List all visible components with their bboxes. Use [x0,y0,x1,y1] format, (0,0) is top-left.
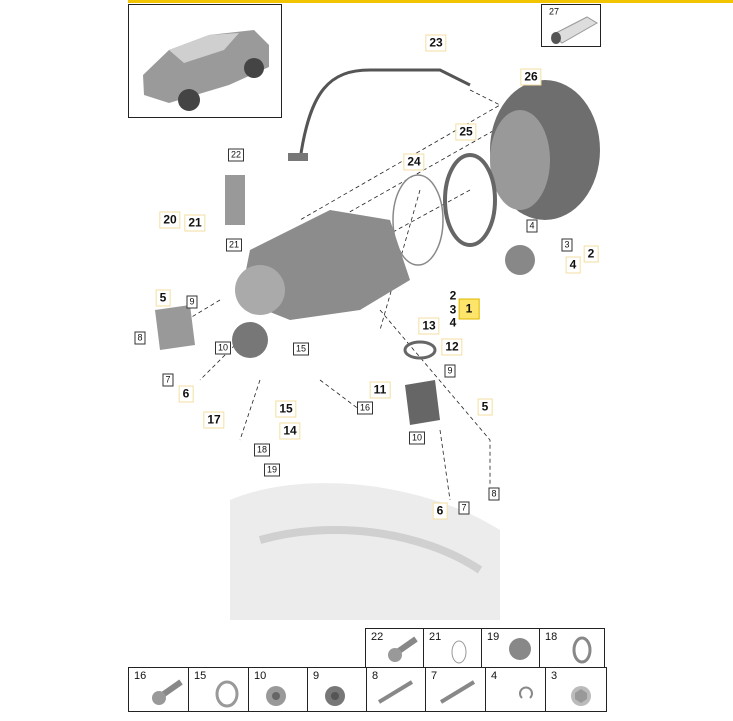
part-number: 3 [551,670,558,682]
callout-3-group[interactable]: 3 [446,302,460,318]
callout-7-b[interactable]: 7 [458,501,470,515]
callout-12[interactable]: 12 [441,338,463,356]
accent-bar [128,0,733,3]
callout-4[interactable]: 4 [526,219,538,233]
callout-2[interactable]: 2 [583,245,599,263]
callout-26[interactable]: 26 [520,68,542,86]
callout-3[interactable]: 3 [561,238,573,252]
bolt-icon [152,679,183,705]
callout-5[interactable]: 5 [155,289,171,307]
part-27-frame [541,4,601,47]
seal-ring-icon [451,640,467,664]
callout-17[interactable]: 17 [203,411,225,429]
callout-8[interactable]: 8 [134,331,146,345]
callout-9[interactable]: 9 [186,295,198,309]
callout-9-b[interactable]: 9 [444,364,456,378]
callout-20[interactable]: 20 [159,211,181,229]
part-cell-16[interactable]: 16 [128,667,190,712]
callout-5-b[interactable]: 5 [477,398,493,416]
vehicle-icon [143,30,269,111]
callout-22[interactable]: 22 [227,148,245,162]
part-cell-21[interactable]: 21 [423,628,483,669]
callout-6-b[interactable]: 6 [432,502,448,520]
callout-14[interactable]: 14 [279,422,301,440]
callout-21-bold[interactable]: 21 [184,214,206,232]
part-cell-3[interactable]: 3 [545,667,607,712]
callout-16[interactable]: 16 [356,401,374,415]
callout-4-bold[interactable]: 4 [565,256,581,274]
plug-icon [509,638,531,660]
part-number: 16 [134,670,147,682]
part-number: 8 [372,670,379,682]
part-number: 15 [194,670,207,682]
callout-23[interactable]: 23 [425,34,447,52]
part-number: 22 [371,631,384,643]
part-cell-15[interactable]: 15 [188,667,250,712]
part-cell-4[interactable]: 4 [485,667,547,712]
callout-11[interactable]: 11 [369,381,391,399]
part-number: 21 [429,631,442,643]
flange-nut-icon [571,686,591,706]
callout-6[interactable]: 6 [178,385,194,403]
part-number: 10 [254,670,267,682]
part-number: 4 [491,670,498,682]
part-cell-8[interactable]: 8 [366,667,427,712]
callout-7[interactable]: 7 [162,373,174,387]
nut-icon [325,686,345,706]
callout-13[interactable]: 13 [418,317,440,335]
part-cell-9[interactable]: 9 [307,667,368,712]
part-cell-18[interactable]: 18 [539,628,605,669]
nut-icon [266,686,286,706]
callout-18[interactable]: 18 [253,443,271,457]
part-number: 9 [313,670,320,682]
part-cell-7[interactable]: 7 [425,667,487,712]
stud-icon [377,680,414,704]
callout-8-b[interactable]: 8 [488,487,500,501]
bolt-icon [388,636,418,662]
callout-15[interactable]: 15 [292,342,310,356]
washer-ring-icon [572,636,592,664]
part-cell-22[interactable]: 22 [365,628,425,669]
circlip-icon [519,686,533,699]
callout-10-b[interactable]: 10 [408,431,426,445]
part-cell-10[interactable]: 10 [248,667,309,712]
callout-1-highlighted[interactable]: 1 [458,298,480,320]
callout-24[interactable]: 24 [403,153,425,171]
part-number: 18 [545,631,558,643]
vehicle-thumbnail [128,4,282,118]
part-number: 19 [487,631,500,643]
part-cell-19[interactable]: 19 [481,628,541,669]
callout-15-bold[interactable]: 15 [275,400,297,418]
callout-21[interactable]: 21 [225,238,243,252]
callout-2-group[interactable]: 2 [446,288,460,304]
callout-27[interactable]: 27 [546,6,562,18]
o-ring-icon [215,680,239,708]
callout-19[interactable]: 19 [263,463,281,477]
stud-icon [439,680,476,704]
part-number: 7 [431,670,438,682]
callout-25[interactable]: 25 [455,123,477,141]
callout-10[interactable]: 10 [214,341,232,355]
callout-4-group[interactable]: 4 [446,315,460,331]
